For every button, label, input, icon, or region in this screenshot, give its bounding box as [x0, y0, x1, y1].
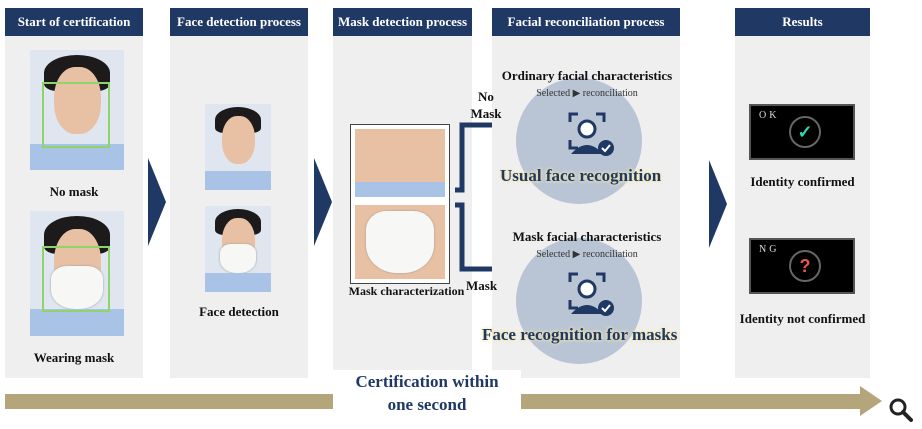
label-face-detection: Face detection — [199, 304, 279, 319]
branch-title-mask: Mask facial characteristics — [512, 229, 662, 244]
header-results: Results — [735, 8, 870, 36]
check-icon: ✓ — [789, 116, 821, 148]
branch-sub-ordinary: Selected ▶ reconciliation — [536, 88, 638, 99]
result-usual-face: Usual face recognition — [500, 166, 662, 185]
mask-crops-frame — [350, 124, 450, 284]
label-mask-characterization: Mask characterization — [348, 284, 465, 298]
panel-start: Start of certification No mask Wearing m… — [5, 8, 143, 378]
label-wearing-mask: Wearing mask — [33, 350, 115, 365]
label-identity-not-confirmed: Identity not confirmed — [739, 311, 866, 326]
timeline-label: Certification within one second — [333, 370, 521, 422]
timeline-arrowhead — [860, 386, 882, 416]
panel-mask-detection: Mask detection process Mask characteriza… — [333, 8, 472, 378]
photo-face-2 — [205, 206, 271, 292]
process-chevron — [314, 158, 332, 246]
label-identity-confirmed: Identity confirmed — [750, 174, 855, 189]
screen-ok: OK ✓ — [749, 104, 855, 160]
panel-results: Results OK ✓ Identity confirmed NG ? Ide… — [735, 8, 870, 378]
branch-title-ordinary: Ordinary facial characteristics — [501, 68, 673, 83]
circle-usual — [516, 78, 642, 204]
panel-face-detection: Face detection process Face detection — [170, 8, 308, 378]
photo-wearing-mask — [30, 211, 124, 336]
arrow-label-no-mask: No Mask — [470, 89, 502, 121]
face-id-icon — [568, 272, 614, 316]
header-face-detection: Face detection process — [170, 8, 308, 36]
process-chevron — [148, 158, 166, 246]
result-mask-face: Face recognition for masks — [482, 325, 678, 344]
arrow-label-mask: Mask — [466, 278, 498, 293]
screen-ng: NG ? — [749, 238, 855, 294]
timeline-line2: one second — [387, 395, 467, 414]
header-mask-detection: Mask detection process — [333, 8, 472, 36]
branch-sub-mask: Selected ▶ reconciliation — [536, 249, 638, 260]
timeline-line1: Certification within — [355, 372, 499, 391]
zoom-icon[interactable] — [888, 397, 914, 423]
header-start: Start of certification — [5, 8, 143, 36]
face-id-icon — [568, 112, 614, 156]
circle-mask — [516, 238, 642, 364]
photo-no-mask — [30, 50, 124, 170]
question-icon: ? — [789, 250, 821, 282]
header-reconciliation: Facial reconciliation process — [492, 8, 680, 36]
process-chevron — [709, 160, 727, 248]
photo-face-1 — [205, 104, 271, 190]
label-no-mask: No mask — [49, 184, 99, 199]
